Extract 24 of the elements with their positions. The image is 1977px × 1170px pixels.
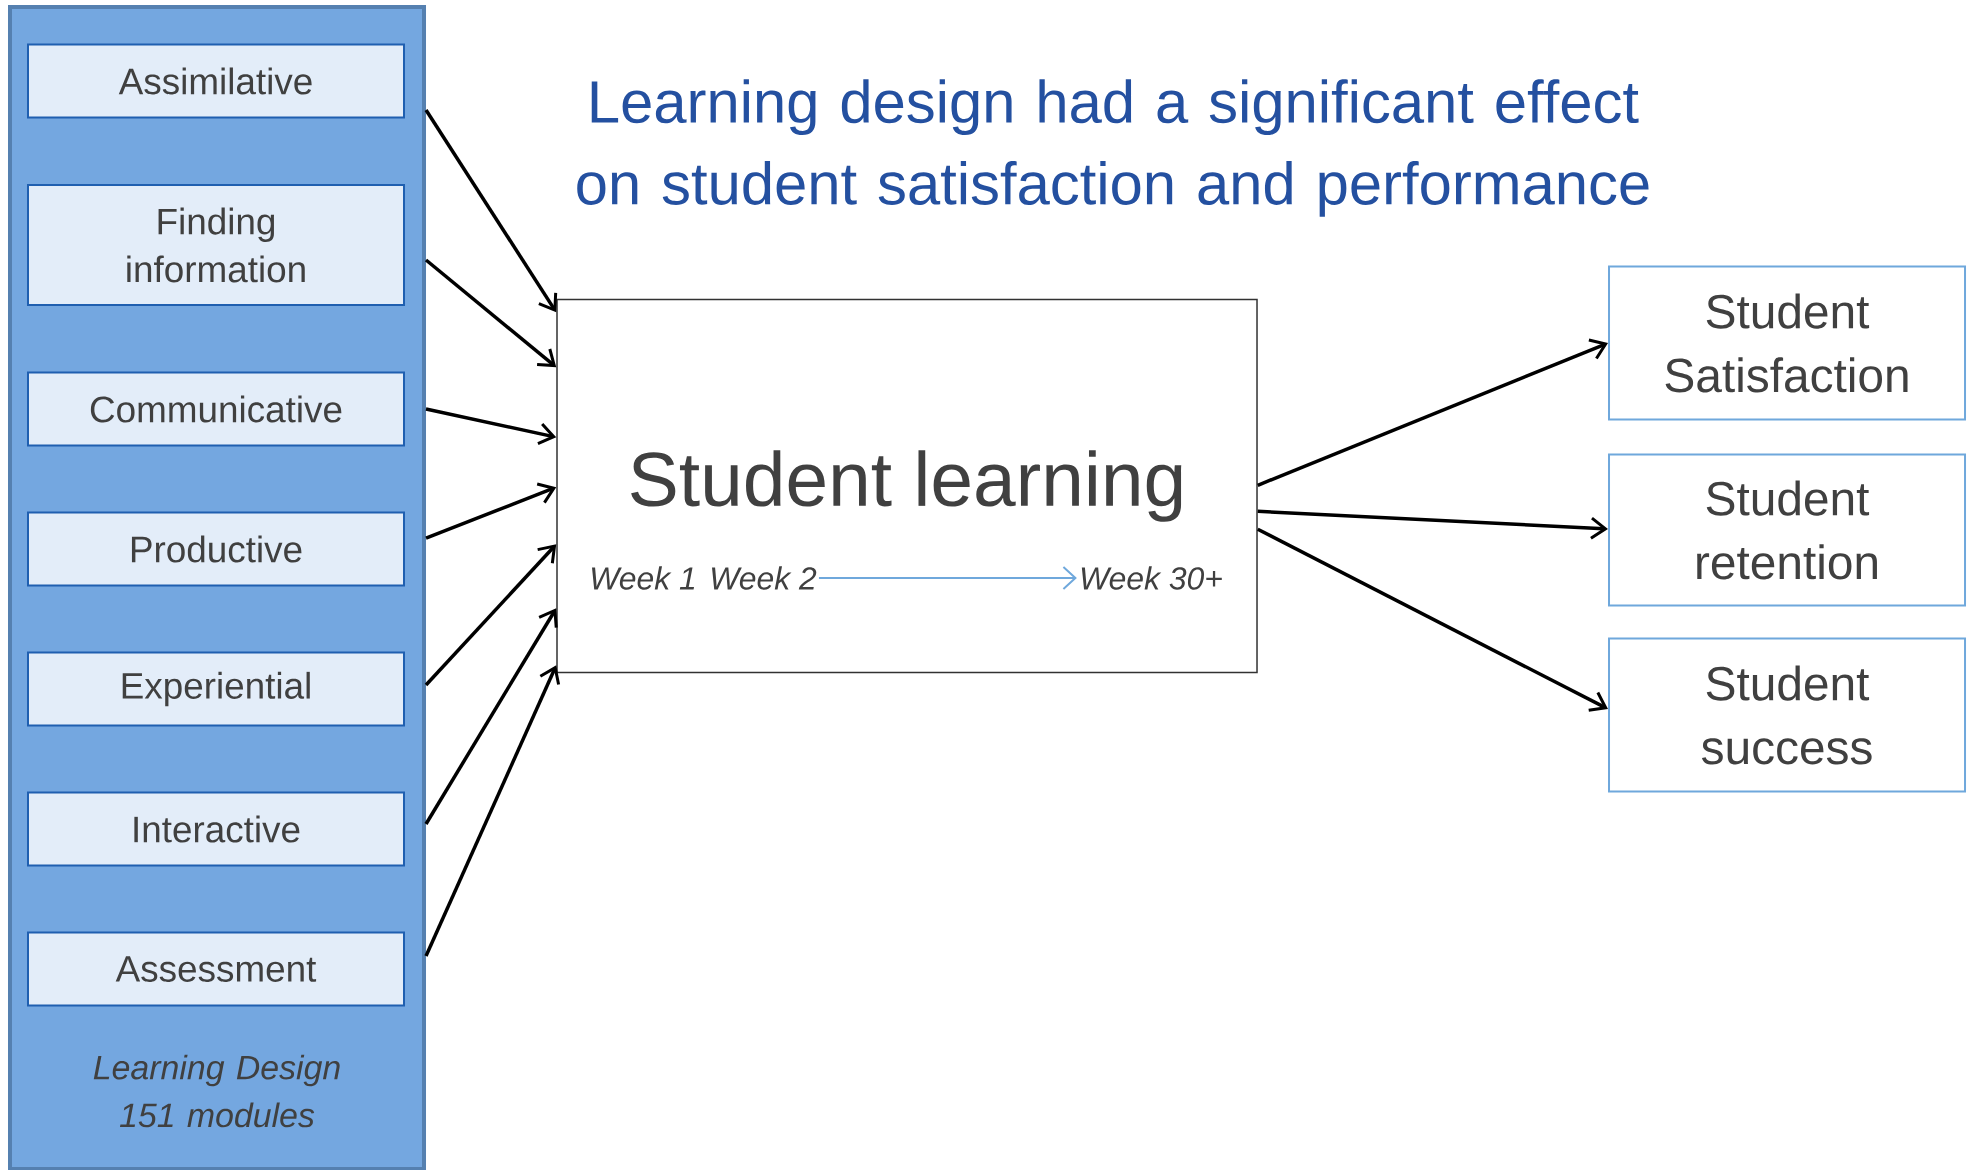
category-box: Interactive: [27, 791, 405, 867]
category-box: Assimilative: [27, 43, 405, 119]
arrow: [424, 608, 558, 825]
category-box: Productive: [27, 511, 405, 587]
outcome-box: Student Satisfaction: [1608, 265, 1966, 421]
outcome-box: Student retention: [1608, 453, 1966, 607]
outcome-box: Student success: [1608, 637, 1966, 793]
category-box: Experiential: [27, 651, 405, 727]
category-box: Assessment: [27, 931, 405, 1007]
arrow: [424, 665, 561, 957]
arrow: [817, 566, 1077, 590]
week-label: Week 30+: [1081, 566, 1222, 590]
arrow: [424, 544, 557, 687]
category-box: Communicative: [27, 371, 405, 447]
week-label: Week 2: [712, 566, 817, 590]
category-box: Finding information: [27, 184, 405, 306]
week-label: Week 1: [592, 566, 695, 590]
arrow: [1256, 527, 1608, 712]
arrow: [425, 407, 557, 445]
title: Learning design had a significant effect on student satisfaction and performance: [577, 79, 1649, 217]
arrow: [1257, 338, 1608, 487]
arrow: [1257, 509, 1608, 540]
arrow: [424, 258, 557, 368]
arrow: [424, 109, 558, 313]
